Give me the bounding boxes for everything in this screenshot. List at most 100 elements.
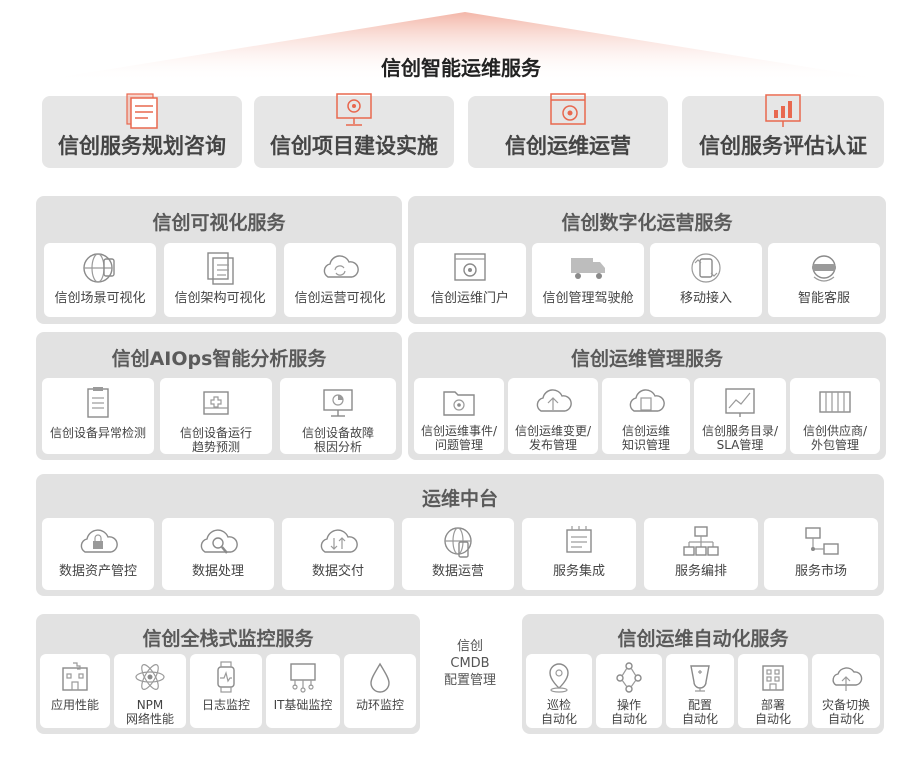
ops-management-item-label: 信创运维 知识管理 — [621, 424, 670, 452]
automation-item-card[interactable]: 部署 自动化 — [738, 654, 808, 728]
org-chart-icon — [683, 526, 719, 556]
platform-item-label: 数据资产管控 — [58, 564, 137, 579]
hospital-building-icon — [62, 662, 88, 691]
cloud-transfer-icon — [320, 529, 358, 553]
digital-item-card[interactable]: 信创管理驾驶舱 — [532, 243, 644, 317]
platform-item-label: 服务市场 — [794, 564, 847, 579]
ops-management-item-label: 信创供应商/ 外包管理 — [802, 424, 868, 452]
monitoring-item-card[interactable]: 日志监控 — [190, 654, 262, 728]
ops-management-item-card[interactable]: 信创服务目录/ SLA管理 — [694, 378, 786, 454]
monitoring-item-card[interactable]: 应用性能 — [40, 654, 110, 728]
top-service-card[interactable]: 信创服务规划咨询 — [42, 93, 242, 168]
cloud-search-icon — [200, 529, 238, 554]
visual-item-card[interactable]: 信创架构可视化 — [164, 243, 276, 317]
ops-automation-title: 信创运维自动化服务 — [617, 628, 789, 650]
chip-icon — [566, 526, 592, 553]
visual-item-label: 信创运营可视化 — [294, 291, 386, 306]
ops-management-item-card[interactable]: 信创运维变更/ 发布管理 — [508, 378, 598, 454]
platform-item-card[interactable]: 数据资产管控 — [42, 518, 154, 590]
page-title: 信创智能运维服务 — [381, 56, 541, 80]
ops-management-item-label: 信创运维变更/ 发布管理 — [514, 424, 592, 452]
visual-item-card[interactable]: 信创运营可视化 — [284, 243, 396, 317]
platform-item-label: 服务集成 — [552, 564, 605, 579]
platform-item-card[interactable]: 数据处理 — [162, 518, 274, 590]
top-service-card[interactable]: 信创运维运营 — [468, 93, 668, 168]
headset-icon — [812, 255, 836, 282]
top-service-label: 信创运维运营 — [505, 134, 631, 158]
monitoring-item-label: 日志监控 — [201, 698, 250, 712]
aiops-title: 信创AIOps智能分析服务 — [111, 348, 327, 370]
monitoring-item-label: 动环监控 — [355, 698, 404, 712]
smartwatch-icon — [217, 661, 235, 693]
roof-shape — [30, 12, 900, 82]
platform-item-card[interactable]: 服务集成 — [522, 518, 636, 590]
top-service-card[interactable]: 信创项目建设实施 — [254, 93, 454, 168]
visual-item-label: 信创架构可视化 — [174, 291, 266, 306]
platform-item-label: 数据运营 — [431, 564, 484, 579]
aiops-item-card[interactable]: 信创设备异常检测 — [42, 378, 154, 454]
ops-management-item-label: 信创运维事件/ 问题管理 — [420, 424, 498, 452]
full-stack-monitoring-title: 信创全栈式监控服务 — [142, 628, 314, 650]
digital-item-card[interactable]: 智能客服 — [768, 243, 880, 317]
container-icon — [819, 391, 851, 413]
cloud-upload-icon — [832, 667, 863, 691]
monitoring-item-label: 应用性能 — [50, 698, 99, 712]
top-service-label: 信创项目建设实施 — [270, 134, 438, 158]
automation-item-label: 配置 自动化 — [681, 698, 718, 726]
globe-device-icon — [83, 253, 115, 283]
trend-chart-icon — [725, 388, 755, 417]
monitoring-item-card[interactable]: IT基础监控 — [266, 654, 340, 728]
digital-item-card[interactable]: 移动接入 — [650, 243, 762, 317]
ops-management-item-card[interactable]: 信创供应商/ 外包管理 — [790, 378, 880, 454]
automation-item-card[interactable]: 配置 自动化 — [666, 654, 734, 728]
cloud-lock-icon — [80, 529, 118, 553]
automation-item-label: 灾备切换 自动化 — [821, 698, 870, 726]
aiops-item-label: 信创设备故障 根因分析 — [301, 426, 374, 454]
monitor-chart-icon — [323, 389, 353, 417]
top-service-label: 信创服务评估认证 — [699, 134, 867, 158]
automation-item-label: 部署 自动化 — [754, 698, 791, 726]
monitoring-item-card[interactable]: NPM 网络性能 — [114, 654, 186, 728]
automation-item-label: 操作 自动化 — [610, 698, 647, 726]
automation-item-card[interactable]: 巡检 自动化 — [526, 654, 592, 728]
ops-management-title: 信创运维管理服务 — [570, 348, 723, 370]
aiops-item-label: 信创设备运行 趋势预测 — [179, 426, 252, 454]
platform-item-card[interactable]: 服务编排 — [644, 518, 758, 590]
digital-item-label: 移动接入 — [679, 291, 732, 306]
globe-phone-icon — [444, 527, 472, 558]
clipboard-icon — [87, 387, 109, 418]
platform-item-label: 服务编排 — [674, 564, 727, 579]
water-drop-icon — [370, 662, 390, 693]
document-stack-icon — [126, 93, 158, 129]
network-monitor-icon — [805, 527, 839, 555]
visual-item-card[interactable]: 信创场景可视化 — [44, 243, 156, 317]
aiops-item-label: 信创设备异常检测 — [49, 426, 146, 440]
visual-item-label: 信创场景可视化 — [54, 291, 146, 306]
visual-service-title: 信创可视化服务 — [152, 212, 286, 234]
cloud-refresh-icon — [323, 255, 359, 278]
digital-item-card[interactable]: 信创运维门户 — [414, 243, 526, 317]
ops-management-item-card[interactable]: 信创运维事件/ 问题管理 — [414, 378, 504, 454]
automation-item-card[interactable]: 灾备切换 自动化 — [812, 654, 880, 728]
aiops-item-card[interactable]: 信创设备运行 趋势预测 — [160, 378, 272, 454]
platform-item-card[interactable]: 数据运营 — [402, 518, 514, 590]
medical-box-icon — [203, 391, 229, 415]
medicine-cup-icon — [690, 665, 710, 692]
digital-item-label: 信创管理驾驶舱 — [542, 291, 634, 306]
platform-item-card[interactable]: 数据交付 — [282, 518, 394, 590]
cloud-upload-icon — [536, 389, 572, 412]
platform-item-card[interactable]: 服务市场 — [764, 518, 878, 590]
monitoring-item-card[interactable]: 动环监控 — [344, 654, 416, 728]
circuit-monitor-icon — [290, 663, 316, 693]
top-service-card[interactable]: 信创服务评估认证 — [682, 94, 884, 168]
aiops-item-card[interactable]: 信创设备故障 根因分析 — [280, 378, 396, 454]
monitoring-item-label: NPM 网络性能 — [125, 698, 174, 726]
ops-management-item-card[interactable]: 信创运维 知识管理 — [602, 378, 690, 454]
automation-item-card[interactable]: 操作 自动化 — [596, 654, 662, 728]
cloud-document-icon — [629, 389, 665, 412]
mobile-sync-icon — [691, 253, 721, 283]
monitoring-item-label: IT基础监控 — [273, 698, 333, 712]
atom-icon — [135, 664, 165, 690]
building-icon — [762, 665, 784, 691]
digital-item-label: 信创运维门户 — [430, 291, 509, 306]
